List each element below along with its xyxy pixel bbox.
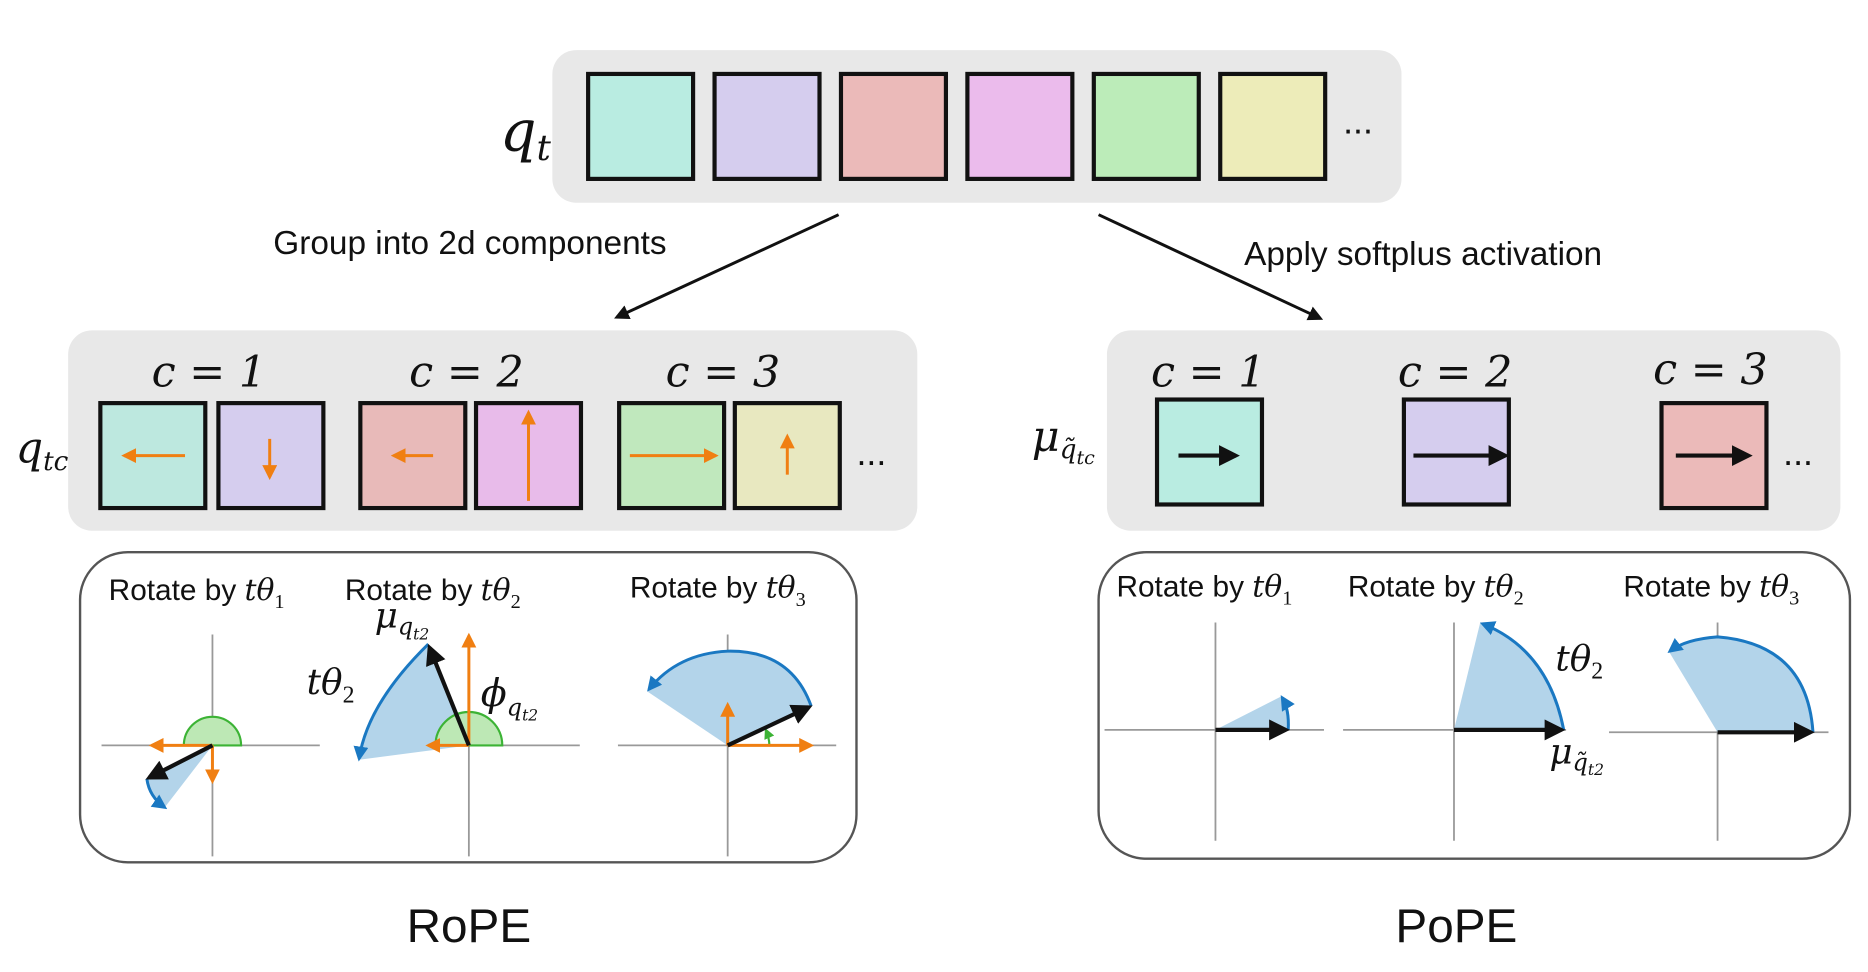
rope-components: qtc c = 1 c = 2 c = 3 ...	[16, 330, 918, 531]
softplus-label: Apply softplus activation	[1244, 236, 1602, 273]
plot-title: Rotate by tθ2	[345, 573, 521, 613]
rotation-wedge	[647, 651, 812, 746]
rope-rotation-panel: Rotate by tθ1 Rotate by tθ2 Rotate by tθ…	[78, 550, 858, 864]
component-label: c = 2	[409, 347, 524, 397]
rotation-arc	[353, 642, 430, 762]
rotation-arc	[647, 649, 813, 707]
plot-title: Rotate by tθ3	[630, 571, 806, 611]
pope-components: μq̃tc c = 1 c = 2 c = 3 ...	[1032, 330, 1841, 531]
rope-row-label: qtc	[16, 424, 69, 477]
plot-title: Rotate by tθ3	[1623, 569, 1799, 609]
plot-title: Rotate by tθ1	[1116, 569, 1292, 609]
component-cell	[1154, 397, 1265, 507]
pope-plot-2: tθ2 μq̃t2	[1343, 621, 1604, 841]
plot-title: Rotate by tθ2	[1348, 569, 1524, 609]
query-vector	[145, 743, 214, 780]
rotation-wedge	[1453, 622, 1564, 730]
ellipsis: ...	[1783, 433, 1813, 473]
rope-caption: RoPE	[407, 900, 532, 953]
rotation-arc	[1479, 621, 1566, 731]
rotation-arc	[1667, 635, 1815, 733]
arrow-to-rope	[614, 213, 840, 320]
mu-label: μqt2	[375, 595, 430, 643]
component-label: c = 1	[1151, 347, 1266, 397]
input-label: qt	[500, 98, 552, 169]
mu-label: μq̃t2	[1549, 731, 1604, 779]
ellipsis: ...	[856, 433, 886, 473]
input-cell	[838, 71, 949, 181]
pope-plot-1	[1104, 622, 1324, 841]
input-vector: qt ...	[500, 50, 1402, 203]
arrow-to-pope	[1097, 213, 1324, 321]
input-cell	[1218, 71, 1328, 181]
pope-rotation-panel: Rotate by tθ1 Rotate by tθ2 Rotate by tθ…	[1097, 550, 1852, 860]
rotation-wedge	[1668, 636, 1813, 733]
phase-angle	[182, 715, 243, 747]
component-label: c = 2	[1398, 347, 1513, 397]
pope-caption: PoPE	[1395, 900, 1517, 953]
query-vector	[726, 704, 813, 748]
angle-label: tθ2	[307, 662, 355, 708]
input-cell	[586, 71, 696, 181]
input-cell	[1091, 71, 1201, 181]
component-label: c = 1	[152, 347, 267, 397]
pope-row-label: μq̃tc	[1032, 412, 1095, 469]
input-cell	[712, 71, 822, 181]
angle-label: tθ2	[1555, 638, 1603, 684]
component-label: c = 3	[1653, 345, 1768, 395]
rotation-wedge	[146, 745, 213, 808]
plot-title: Rotate by tθ1	[109, 573, 285, 613]
rope-plot-1	[101, 634, 320, 857]
rope-plot-2: tθ2 μqt2 ϕqt2	[307, 595, 580, 857]
component-label: c = 3	[666, 347, 781, 397]
component-cell	[1401, 397, 1511, 507]
ellipsis: ...	[1343, 102, 1373, 142]
rope-plot-3	[617, 634, 837, 857]
rotation-arc	[145, 778, 168, 810]
pope-plot-3	[1609, 622, 1829, 841]
input-cell	[965, 71, 1075, 181]
query-vector	[426, 643, 471, 747]
phi-label: ϕqt2	[481, 671, 538, 724]
group-label: Group into 2d components	[273, 225, 666, 262]
